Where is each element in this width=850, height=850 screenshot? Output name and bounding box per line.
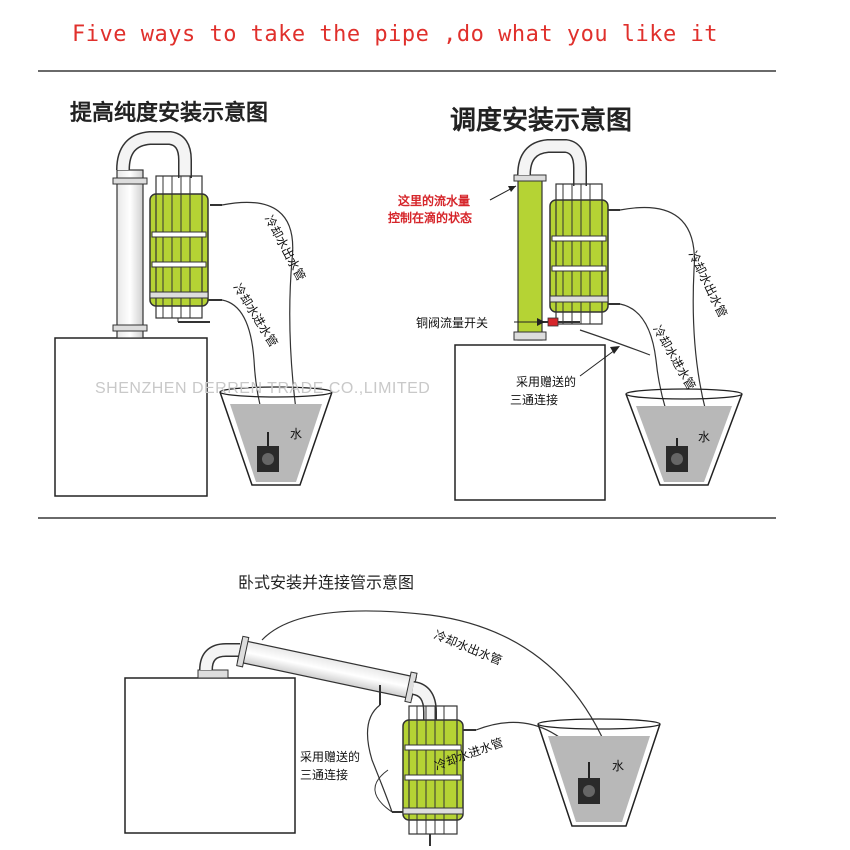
flow-note-line2: 控制在滴的状态 [388, 211, 473, 225]
watermark: SHENZHEN DERREN TRADE CO.,LIMITED [95, 380, 431, 397]
panel1-drawing [54, 131, 333, 497]
distill-column [116, 169, 144, 339]
panel3-tee-line2: 三通连接 [300, 768, 349, 782]
hose-outlet [261, 610, 611, 756]
panel2-drawing [454, 139, 743, 501]
valve-label: 铜阀流量开关 [416, 316, 489, 330]
hose-outlet [221, 201, 297, 411]
boiler-icon [54, 337, 208, 497]
bucket-icon [625, 388, 743, 486]
condenser-icon [549, 183, 620, 325]
distill-column [517, 179, 543, 341]
boiler-icon [454, 344, 606, 501]
condenser-icon [392, 705, 476, 846]
condenser-icon [149, 175, 222, 319]
top-divider [38, 70, 776, 72]
panel1-water-label: 水 [290, 427, 303, 441]
valve-icon [547, 317, 559, 327]
panel2-tee-line2: 三通连接 [510, 393, 559, 407]
panel3-drawing [124, 610, 661, 846]
panel3-tee-line1: 采用赠送的 [300, 750, 361, 764]
panel2-title: 调度安装示意图 [450, 106, 633, 136]
middle-divider [38, 517, 776, 519]
panel1-title: 提高纯度安装示意图 [70, 101, 269, 126]
panel2-water-label: 水 [698, 430, 711, 444]
panel2-tee-line1: 采用赠送的 [516, 375, 577, 389]
panel3-title: 卧式安装并连接管示意图 [238, 573, 415, 592]
boiler-icon [124, 677, 296, 834]
bucket-icon [219, 386, 333, 486]
panel3-water-label: 水 [612, 759, 625, 773]
hose-outlet [619, 206, 707, 413]
bucket-icon [537, 718, 661, 827]
headline: Five ways to take the pipe ,do what you … [72, 22, 719, 47]
flow-note-line1: 这里的流水量 [398, 194, 471, 208]
